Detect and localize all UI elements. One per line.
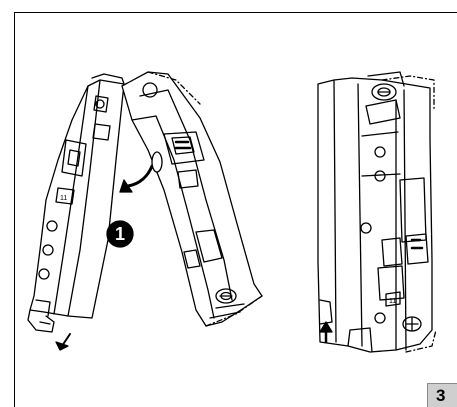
svg-text:11: 11 xyxy=(60,195,67,202)
up-arrow-icon xyxy=(319,321,333,344)
assembled-breaker: 11 xyxy=(317,71,437,353)
curved-rotation-arrow-icon xyxy=(119,151,163,193)
circuit-breaker-tilted xyxy=(121,71,263,327)
step-1-label: 1 xyxy=(115,224,125,244)
frame-left-border xyxy=(14,12,15,407)
page-number-tab: 3 xyxy=(427,383,457,407)
frame-top-border xyxy=(14,12,457,13)
svg-text:11: 11 xyxy=(389,298,396,305)
auxiliary-module-tilted: 11 xyxy=(27,73,125,333)
step-1-badge: 1 xyxy=(106,220,134,248)
screw-terminal-icon xyxy=(215,288,237,304)
down-arrow-icon xyxy=(55,333,71,351)
page-number: 3 xyxy=(436,386,446,405)
